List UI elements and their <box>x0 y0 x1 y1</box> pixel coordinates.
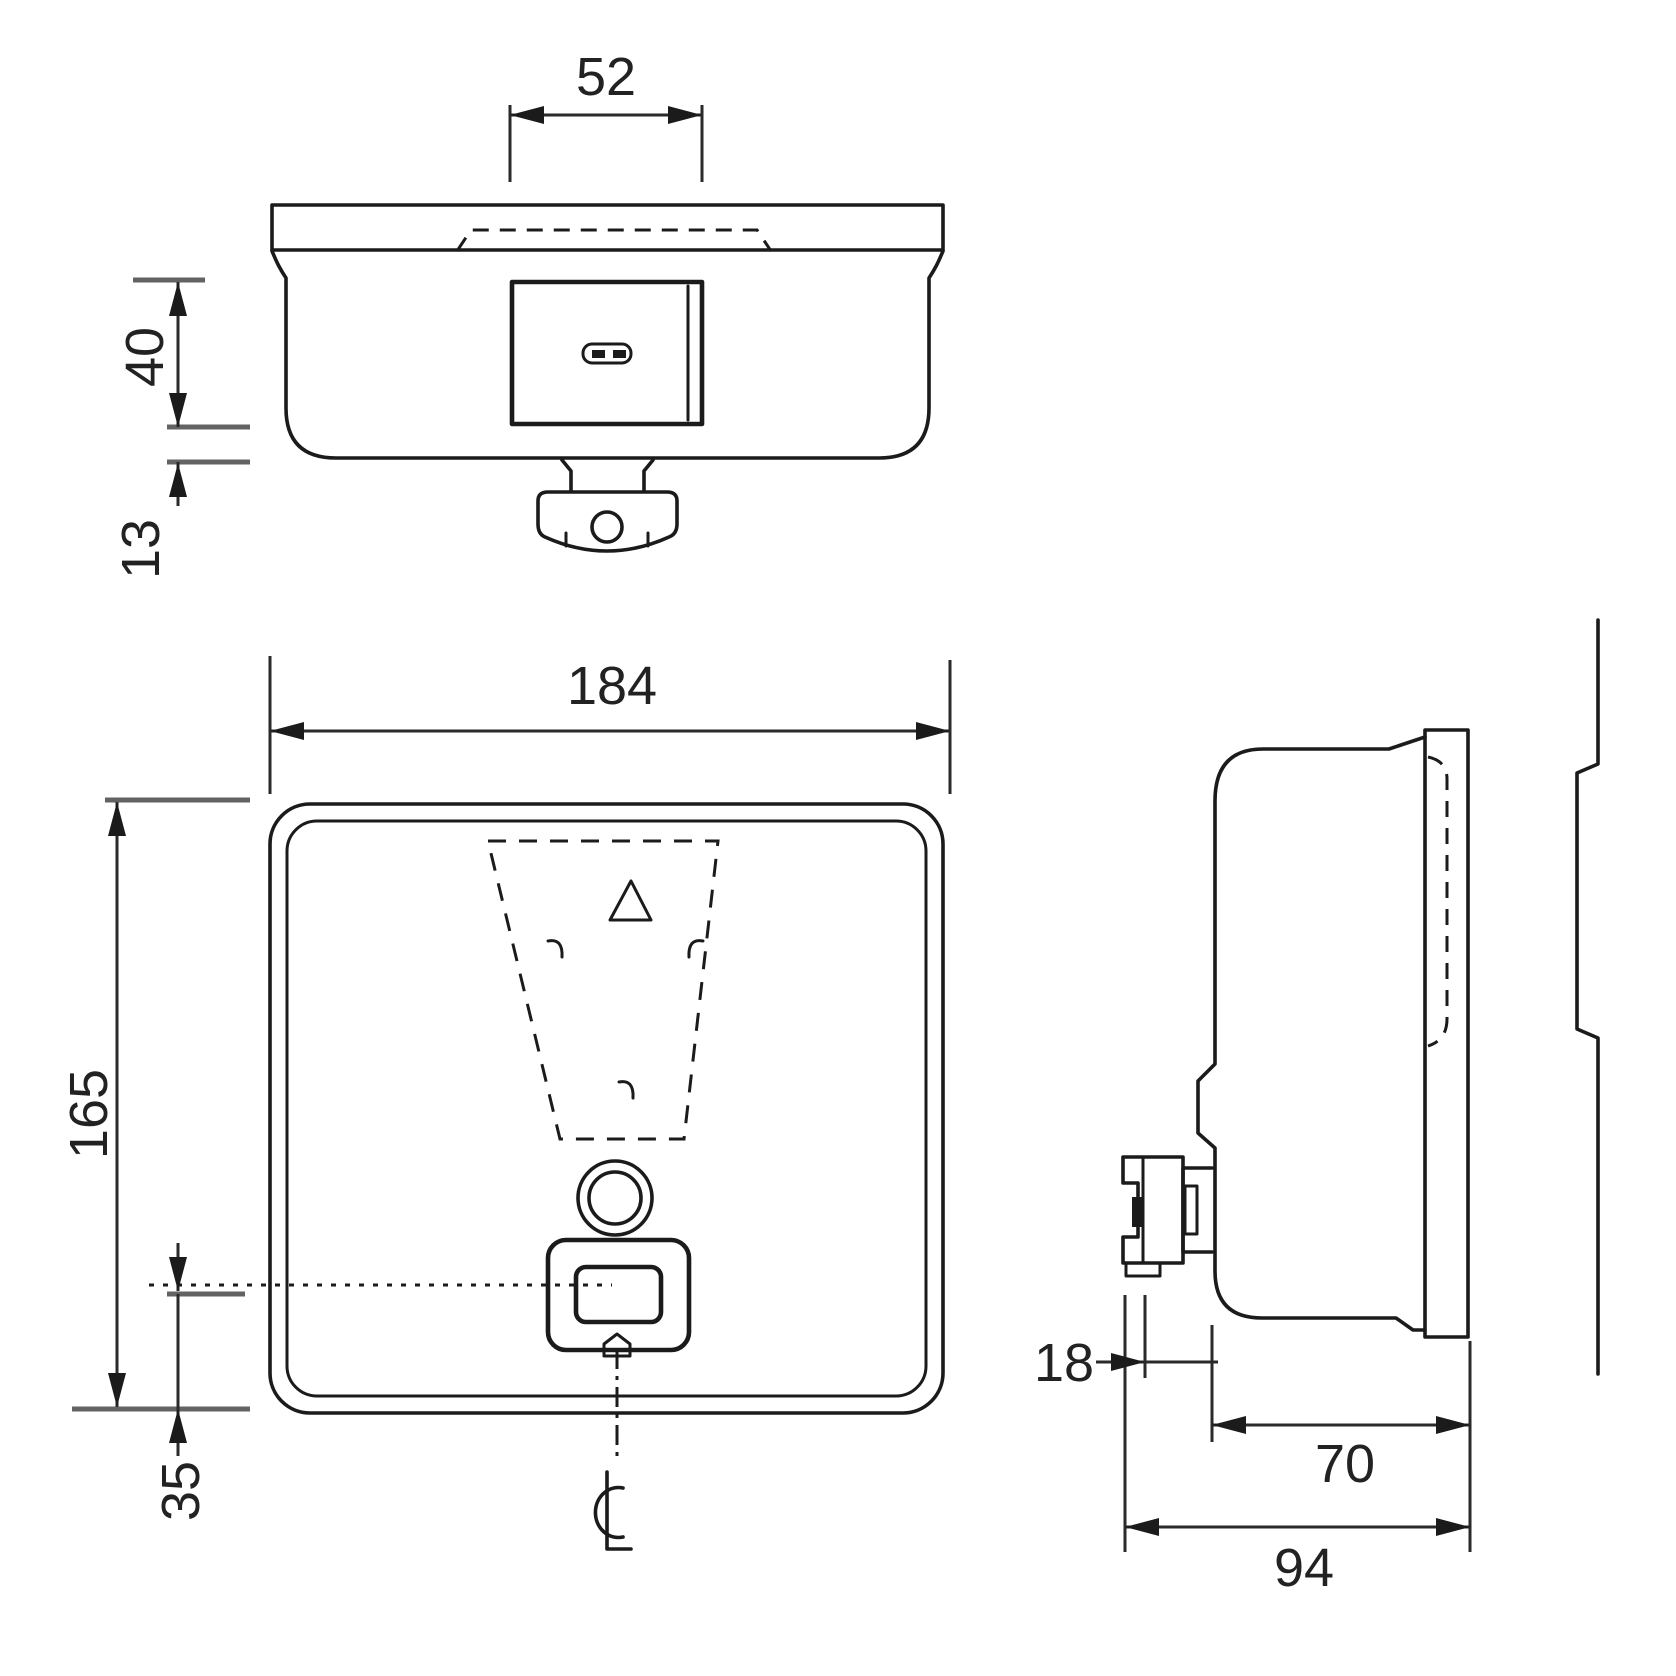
side-view-hidden-keyhole <box>1427 755 1449 1048</box>
top-view-hidden-slot <box>455 228 773 252</box>
dimension-button-to-bottom: 35 <box>151 1243 245 1521</box>
dim-label-35: 35 <box>151 1461 211 1521</box>
centerline-symbol <box>593 1470 633 1551</box>
dim-label-18: 18 <box>1034 1333 1094 1393</box>
dim-label-52: 52 <box>576 47 636 107</box>
dim-label-70: 70 <box>1315 1434 1375 1494</box>
top-view-lock-slot-mark <box>592 350 605 358</box>
dim-label-13: 13 <box>111 519 171 579</box>
dimension-slot-width: 52 <box>508 47 704 182</box>
front-view-clip-mark <box>546 939 564 959</box>
dim-label-165: 165 <box>59 1069 119 1159</box>
front-view-clip-mark <box>687 939 705 959</box>
front-view-outer-shell <box>268 802 945 1415</box>
dimension-top-heights: 40 13 <box>111 277 250 579</box>
top-view-spout-outlet <box>590 510 624 544</box>
side-view-body <box>1196 735 1427 1332</box>
front-view-triangle-mark <box>608 879 653 922</box>
top-view-spout-neck <box>560 458 573 493</box>
side-view-back-plate <box>1423 728 1470 1339</box>
front-view-clip-mark <box>617 1080 635 1100</box>
dim-label-184: 184 <box>567 656 657 716</box>
top-view-lid-panel <box>509 279 705 427</box>
front-view-sight-glass-outer <box>576 1159 654 1237</box>
front-view: 184 165 35 <box>59 656 952 1551</box>
top-view-body <box>270 249 945 460</box>
top-view: 52 40 13 <box>111 47 945 579</box>
side-view-push-button <box>1121 1155 1214 1278</box>
front-view-inner-shell <box>285 819 928 1398</box>
top-view-lock-slot-mark <box>613 350 626 358</box>
dimension-front-width: 184 <box>268 656 952 794</box>
dimension-body-depth: 70 <box>1210 1325 1472 1552</box>
front-view-push-button-face <box>573 1264 664 1325</box>
top-view-spout-neck <box>642 458 655 493</box>
dimension-button-projection: 18 <box>1034 1295 1218 1552</box>
front-view-sight-glass-inner <box>587 1170 643 1226</box>
top-view-lock-slot <box>581 342 633 365</box>
dimension-front-height: 165 <box>59 797 250 1412</box>
top-view-spout-head <box>536 490 679 553</box>
top-view-flange <box>270 203 945 252</box>
side-view: 18 70 94 <box>1034 618 1600 1598</box>
dimension-overall-depth: 94 <box>1125 1518 1470 1598</box>
dim-label-94: 94 <box>1274 1538 1334 1598</box>
front-view-hidden-window <box>486 839 720 1141</box>
side-view-wall-line <box>1575 618 1600 1376</box>
dim-label-40: 40 <box>115 327 175 387</box>
